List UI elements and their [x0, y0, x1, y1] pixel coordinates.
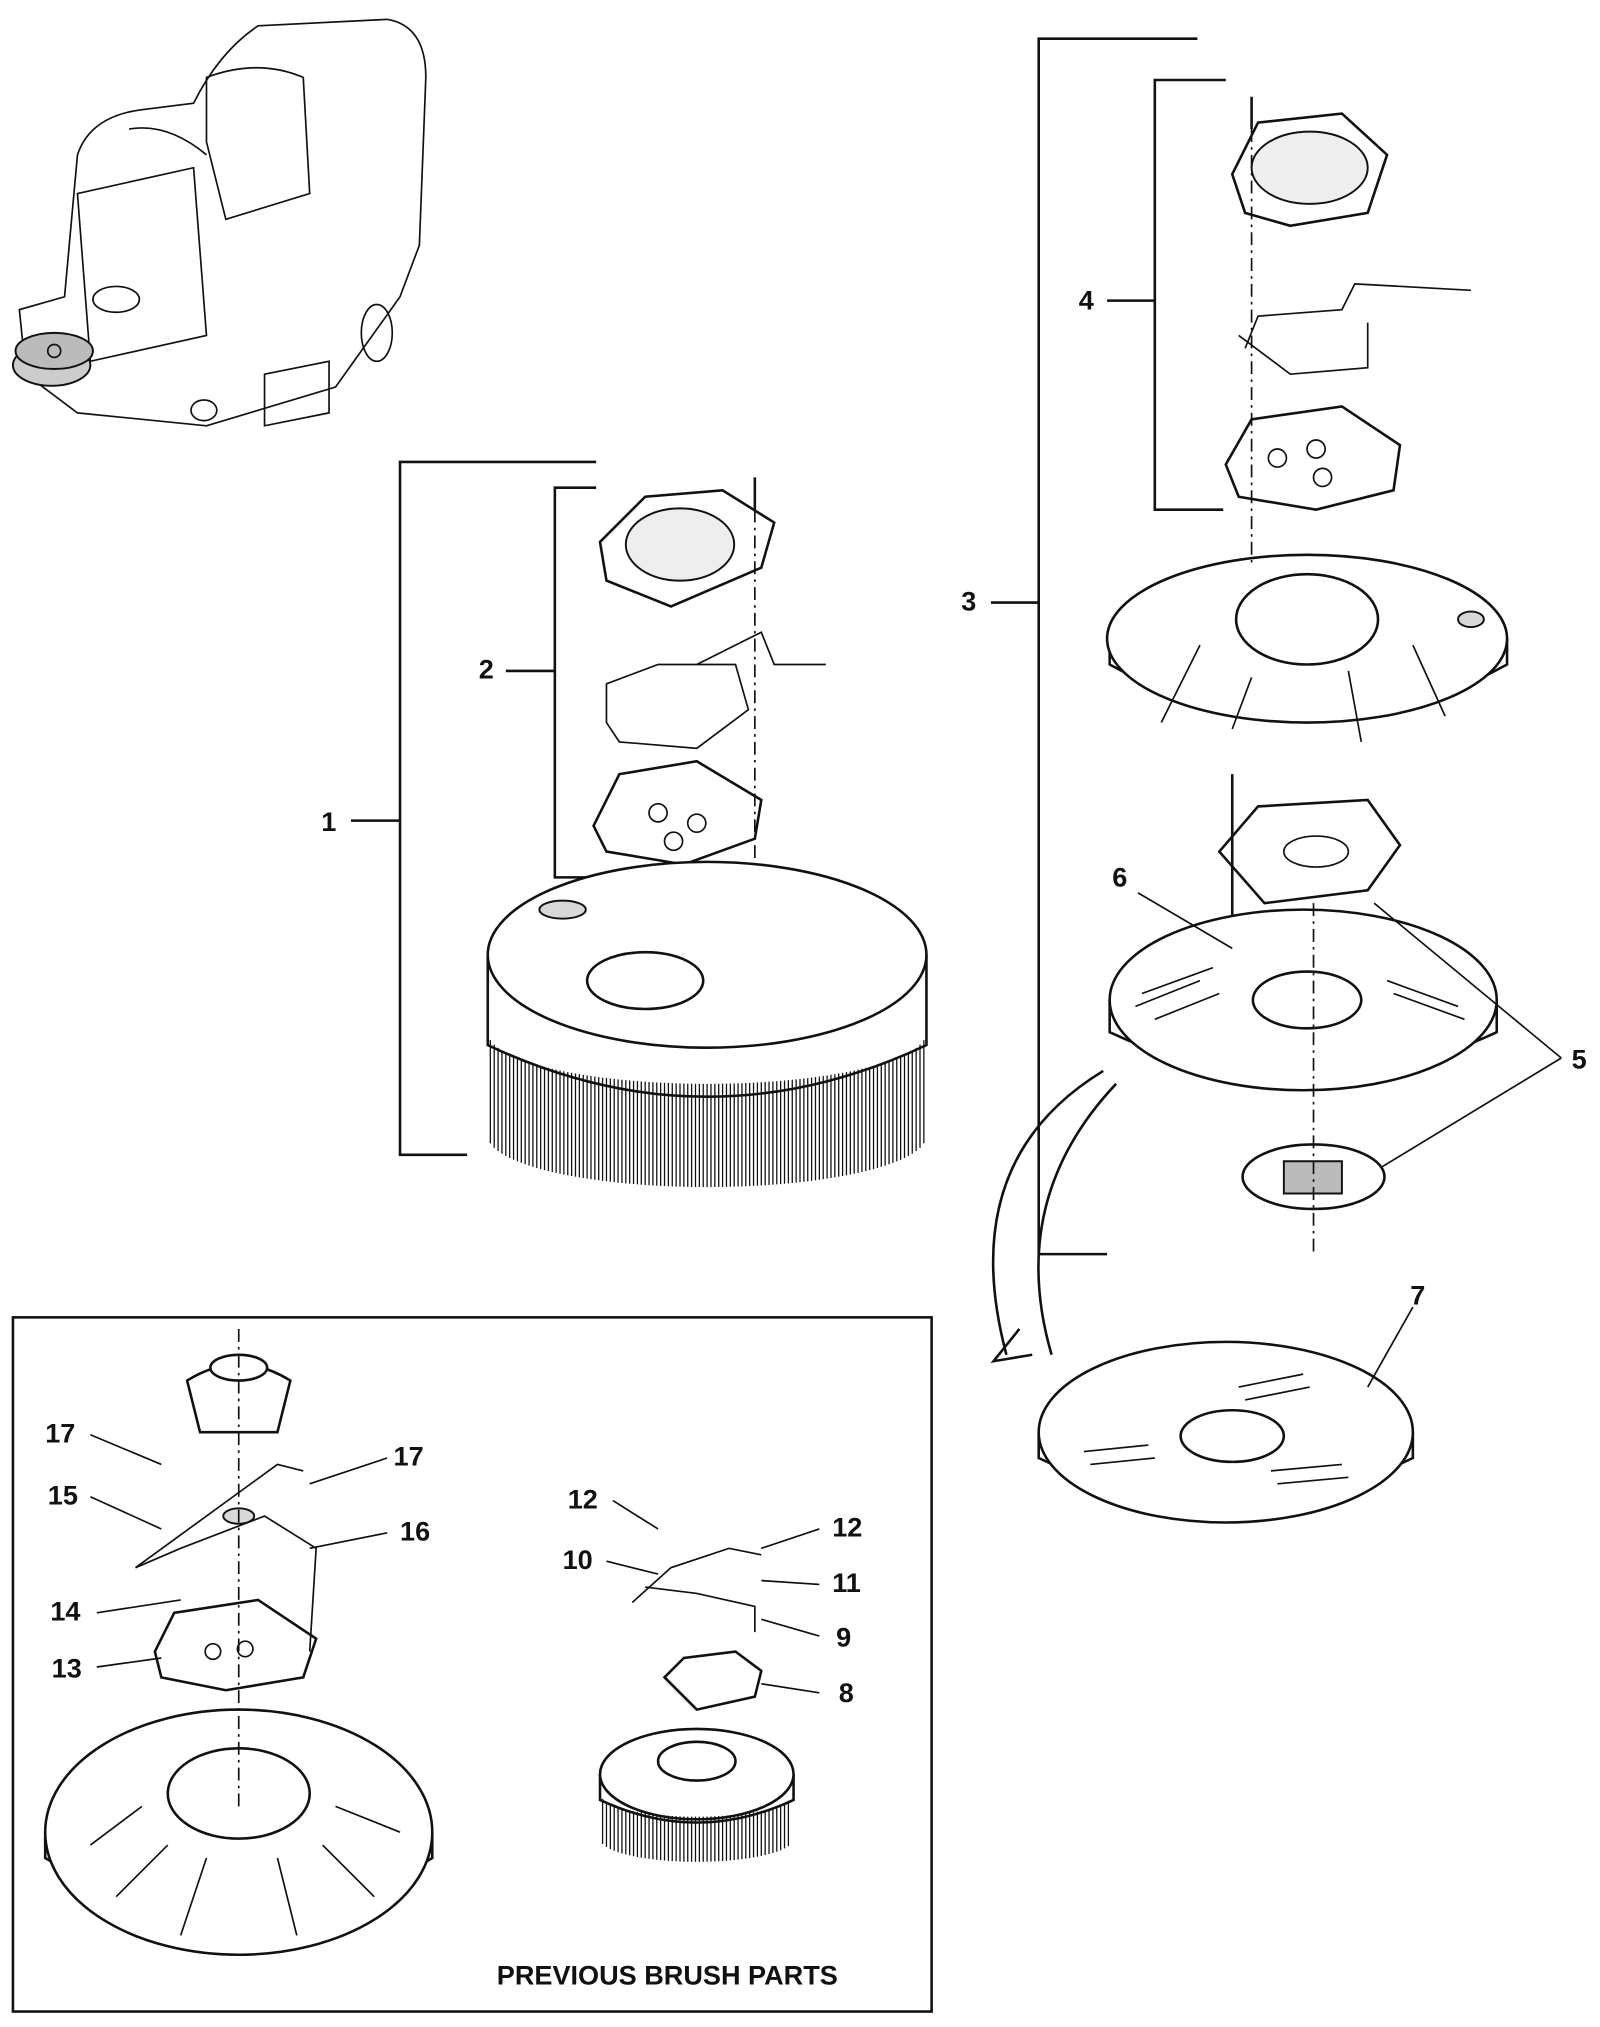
callout-2: 2	[479, 654, 494, 685]
callout-17a: 17	[45, 1418, 75, 1449]
previous-pad-driver	[43, 1328, 434, 1957]
callout-17b: 17	[394, 1441, 424, 1472]
pad-driver-assembly	[1105, 96, 1509, 1252]
callout-14: 14	[50, 1596, 80, 1627]
callout-8: 8	[839, 1677, 854, 1708]
previous-brush-parts-box	[11, 1316, 933, 2013]
callout-16: 16	[400, 1516, 430, 1547]
callout-15: 15	[48, 1479, 78, 1510]
callout-10: 10	[563, 1544, 593, 1575]
brush-assembly	[486, 477, 928, 1188]
brush-bristles	[489, 1040, 925, 1188]
machine-illustration	[11, 18, 427, 427]
bracket-assembly-1	[350, 460, 597, 1157]
callout-12a: 12	[568, 1483, 598, 1514]
callout-3: 3	[961, 585, 976, 616]
previous-brush	[598, 1547, 795, 1862]
bracket-assembly-4	[1107, 78, 1226, 511]
brush-bristles	[601, 1798, 790, 1862]
leader-lines	[90, 892, 1562, 1694]
inset-title: PREVIOUS BRUSH PARTS	[497, 1959, 838, 1990]
callout-1: 1	[321, 806, 336, 837]
callout-13: 13	[52, 1652, 82, 1683]
bracket-assembly-3	[990, 37, 1198, 1256]
callout-6: 6	[1112, 861, 1127, 892]
callout-5: 5	[1572, 1043, 1587, 1074]
callout-4: 4	[1079, 285, 1094, 316]
callout-9: 9	[836, 1621, 851, 1652]
callout-7: 7	[1410, 1279, 1425, 1310]
callout-11: 11	[832, 1567, 861, 1598]
pad-7	[990, 1069, 1415, 1524]
callout-12b: 12	[832, 1512, 862, 1543]
